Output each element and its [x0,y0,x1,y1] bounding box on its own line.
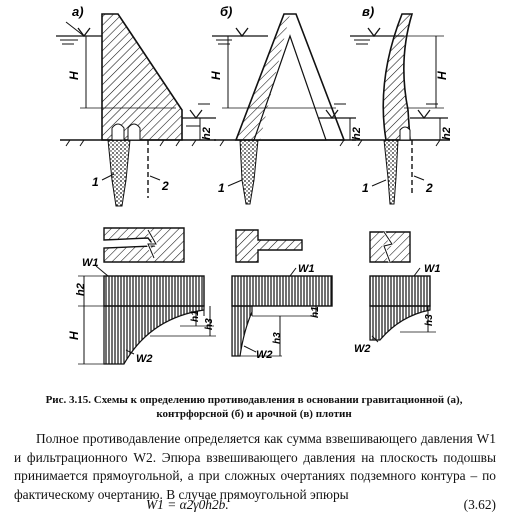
diagram-label-W2: W2 [256,349,273,361]
diagram-label-W2: W2 [136,353,153,365]
panel-a: а) H h2 1 2 [56,4,216,207]
label-h2: h2 [201,127,213,140]
diagram-label-H: H [67,331,81,340]
formula: W1 = α2γ0h2b. [146,497,229,512]
diagram-label-W1: W1 [82,257,99,269]
panel-letter: а) [72,4,84,19]
diagram-label-W1: W1 [298,263,315,275]
diagram-label-h3: h3 [272,332,283,344]
caption-text: Схемы к определению противодавления в ос… [93,394,463,420]
panel-letter: б) [220,4,232,19]
body-paragraph: Полное противодавление определяется как … [14,431,496,502]
panel-letter: в) [362,4,374,19]
figure-dam-schemes: а) H h2 1 2 б) [56,4,453,365]
drain-label-2: 2 [425,181,433,195]
figure-caption: Рис. 3.15. Схемы к определению противода… [18,393,490,421]
drain-label-1: 1 [362,181,369,195]
diagram-label-h3: h3 [204,318,215,330]
drain-label-1: 1 [218,181,225,195]
diagram-label-W1: W1 [424,263,441,275]
uplift-diagram-c: h3 W1 W2 [354,231,441,355]
diagram-label-h3: h3 [424,314,435,326]
formula-row: W1 = α2γ0h2b. (3.62) [14,497,496,517]
diagram-label-W2: W2 [354,343,371,355]
label-h2: h2 [351,127,363,140]
panel-c: в) H h2 1 2 [350,4,453,205]
label-H: H [435,71,449,80]
drain-label-2: 2 [161,179,169,193]
drain-label-1: 1 [92,175,99,189]
diagram-label-h2: h2 [75,283,87,296]
label-h2: h2 [441,127,453,140]
diagram-label-h1: h1 [190,310,201,322]
uplift-diagram-b: h3 h1 W1 W2 [231,229,333,361]
caption-number: Рис. 3.15. [45,394,92,406]
equation-number: (3.62) [463,497,496,512]
diagram-label-h1: h1 [310,306,321,318]
label-H: H [209,71,223,80]
label-H: H [67,71,81,80]
uplift-diagram-a: h2 H h1 h3 W1 W2 [67,227,216,365]
panel-b: б) H h2 1 [209,4,363,205]
